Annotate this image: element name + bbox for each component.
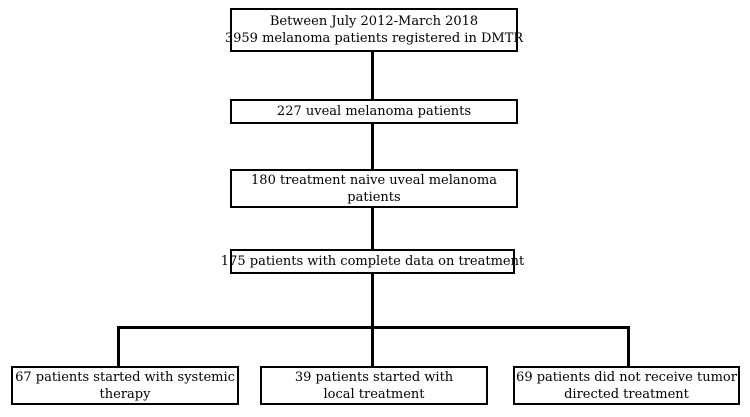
flow-box-text-line: patients bbox=[347, 189, 401, 205]
flow-box-systemic-therapy: 67 patients started with systemic therap… bbox=[11, 366, 239, 405]
connector-registry-to-uveal bbox=[371, 52, 374, 99]
flow-box-text-line: 180 treatment naive uveal melanoma bbox=[251, 172, 497, 188]
connector-branch-to-systemic bbox=[117, 326, 120, 366]
flow-box-no-tumor-directed-treatment: 69 patients did not receive tumor direct… bbox=[513, 366, 740, 405]
flow-box-registry: Between July 2012-March 2018 3959 melano… bbox=[225, 8, 523, 52]
flow-box-text-line: 39 patients started with bbox=[294, 369, 454, 385]
connector-uveal-to-naive bbox=[371, 124, 374, 169]
flow-box-text-line: 227 uveal melanoma patients bbox=[276, 104, 472, 119]
flow-box-text-line: 3959 melanoma patients registered in DMT… bbox=[224, 31, 524, 46]
flow-box-text-line: therapy bbox=[99, 386, 151, 402]
flow-box-text-line: 69 patients did not receive tumor bbox=[516, 369, 737, 385]
flow-box-text-line: 175 patients with complete data on treat… bbox=[220, 254, 525, 269]
flow-box-treatment-naive: 180 treatment naive uveal melanoma patie… bbox=[230, 169, 518, 208]
flow-box-uveal-melanoma: 227 uveal melanoma patients bbox=[230, 99, 518, 124]
connector-complete-to-branch bbox=[371, 274, 374, 366]
flow-box-text-line: Between July 2012-March 2018 bbox=[269, 14, 479, 29]
flow-box-local-treatment: 39 patients started with local treatment bbox=[260, 366, 488, 405]
connector-branch-to-no-treatment bbox=[627, 326, 630, 366]
flow-box-text-line: directed treatment bbox=[564, 386, 689, 402]
connector-branch-horizontal bbox=[117, 326, 630, 329]
flow-box-text-line: 67 patients started with systemic bbox=[15, 369, 235, 385]
connector-naive-to-complete bbox=[371, 208, 374, 249]
flow-box-text-line: local treatment bbox=[323, 386, 425, 402]
flow-box-complete-data: 175 patients with complete data on treat… bbox=[221, 249, 524, 274]
